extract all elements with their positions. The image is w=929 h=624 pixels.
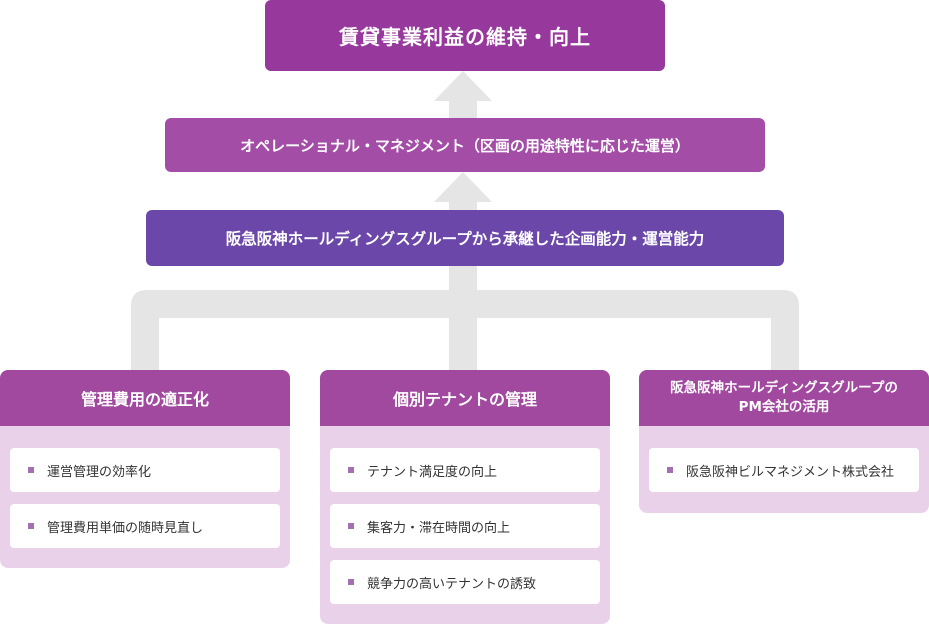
bullet-icon xyxy=(28,467,34,473)
list-item-label: 競争力の高いテナントの誘致 xyxy=(367,576,537,592)
list-item: 競争力の高いテナントの誘致 xyxy=(330,560,600,604)
list-item-label: 集客力・滞在時間の向上 xyxy=(367,520,511,536)
list-item-label: 阪急阪神ビルマネジメント株式会社 xyxy=(686,464,895,480)
pillar-tenant-management: 個別テナントの管理 テナント満足度の向上 集客力・滞在時間の向上 競争力の高いテ… xyxy=(320,370,610,624)
list-item: テナント満足度の向上 xyxy=(330,448,600,492)
arrow-up-to-goal xyxy=(434,71,492,118)
list-item: 集客力・滞在時間の向上 xyxy=(330,504,600,548)
bullet-icon xyxy=(348,467,354,473)
bullet-icon xyxy=(348,523,354,529)
list-item: 阪急阪神ビルマネジメント株式会社 xyxy=(649,448,919,492)
capability-banner: 阪急阪神ホールディングスグループから承継した企画能力・運営能力 xyxy=(146,210,784,266)
pillar-merge-connector xyxy=(131,266,799,372)
pillar-pm-company: 阪急阪神ホールディングスグループの PM会社の活用 阪急阪神ビルマネジメント株式… xyxy=(639,370,929,513)
goal-banner: 賃貸事業利益の維持・向上 xyxy=(265,0,665,71)
list-item: 管理費用単価の随時見直し xyxy=(10,504,280,548)
pillar-title: 阪急阪神ホールディングスグループの PM会社の活用 xyxy=(639,370,929,426)
pillar-title: 管理費用の適正化 xyxy=(0,370,290,426)
arrow-up-to-operation xyxy=(434,172,492,210)
list-item-label: 運営管理の効率化 xyxy=(47,464,152,480)
pillar-cost-optimization: 管理費用の適正化 運営管理の効率化 管理費用単価の随時見直し xyxy=(0,370,290,568)
list-item-label: 管理費用単価の随時見直し xyxy=(47,520,204,536)
operation-banner: オペレーショナル・マネジメント（区画の用途特性に応じた運営） xyxy=(165,118,765,172)
pillar-title: 個別テナントの管理 xyxy=(320,370,610,426)
bullet-icon xyxy=(348,579,354,585)
bullet-icon xyxy=(28,523,34,529)
list-item-label: テナント満足度の向上 xyxy=(367,464,498,480)
bullet-icon xyxy=(667,467,673,473)
list-item: 運営管理の効率化 xyxy=(10,448,280,492)
